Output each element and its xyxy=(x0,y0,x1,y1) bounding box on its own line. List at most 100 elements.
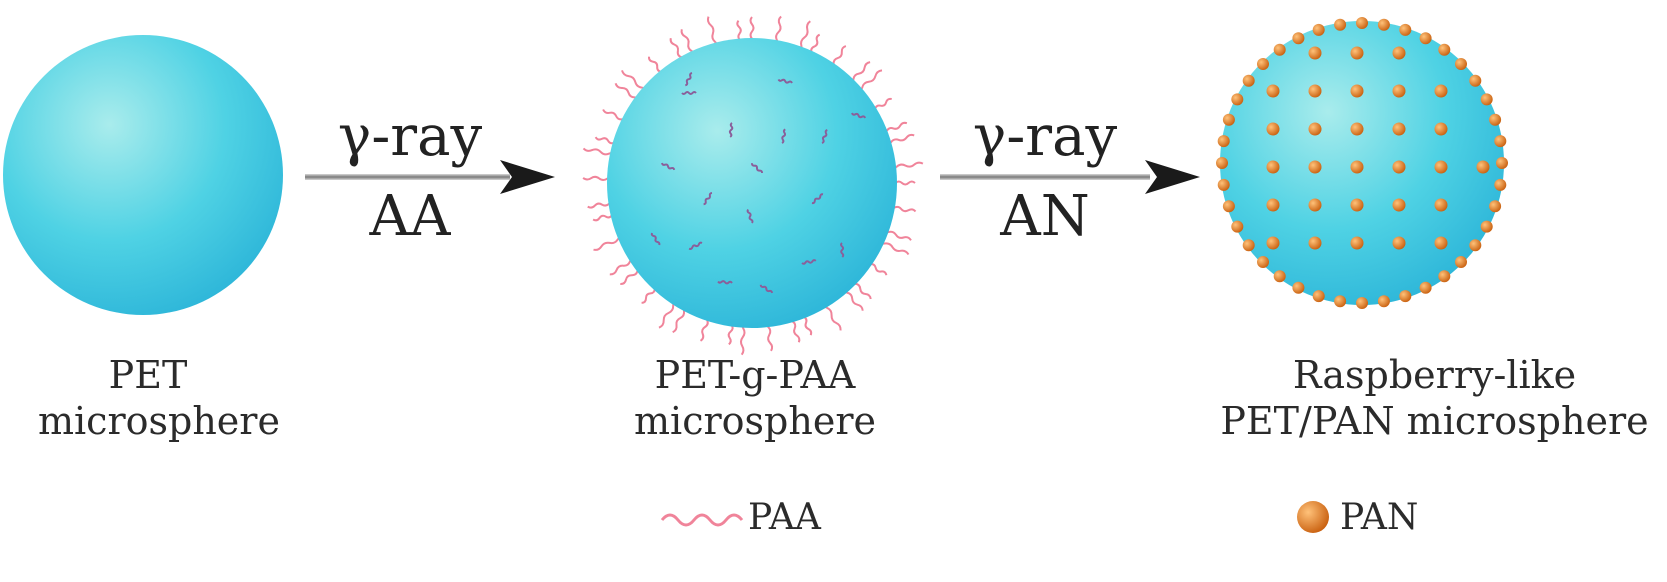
pan-dot xyxy=(1266,236,1280,250)
pan-dot xyxy=(1350,160,1364,174)
pan-dot xyxy=(1480,93,1493,106)
pan-dot xyxy=(1266,122,1280,136)
pan-dot xyxy=(1257,58,1269,70)
pan-dot xyxy=(1356,297,1368,309)
stage-1-caption: PET microsphere xyxy=(38,352,280,444)
paa-chain-surface xyxy=(777,78,793,84)
pan-dot xyxy=(1434,198,1448,212)
paa-chain-surface xyxy=(717,280,733,285)
step-1-label-bottom: AA xyxy=(369,184,451,249)
pan-dot xyxy=(1455,256,1467,268)
paa-chain-surface xyxy=(840,242,845,258)
stage-3-caption-line-2: PET/PAN microsphere xyxy=(1220,399,1649,443)
arrow-step-2 xyxy=(940,160,1200,194)
paa-chain-surface xyxy=(650,232,661,246)
pan-dot xyxy=(1434,236,1448,250)
pan-dot xyxy=(1434,160,1448,174)
pan-dot xyxy=(1496,157,1508,169)
paa-chain-surface xyxy=(681,91,697,95)
paa-chain-surface xyxy=(751,163,763,174)
paa-legend-label: PAA xyxy=(748,497,821,538)
pan-dot xyxy=(1222,200,1235,213)
pan-dot xyxy=(1308,122,1322,136)
pan-dot xyxy=(1350,122,1364,136)
pan-dot xyxy=(1494,135,1507,148)
pan-dot xyxy=(1350,46,1364,60)
paa-chain-surface xyxy=(821,129,828,144)
pan-dot xyxy=(1392,160,1406,174)
pan-dot xyxy=(1350,236,1364,250)
paa-chain-surface xyxy=(728,122,734,138)
paa-chain-surface xyxy=(759,284,773,294)
pan-dot xyxy=(1273,270,1286,283)
pan-dot xyxy=(1217,178,1230,191)
pan-dot xyxy=(1217,135,1230,148)
pan-dot xyxy=(1308,46,1322,60)
pan-dot xyxy=(1292,281,1305,294)
paa-chain-surface xyxy=(661,162,676,171)
pan-dot xyxy=(1392,236,1406,250)
step-1-label-top: γ-ray xyxy=(337,104,483,169)
pan-dot xyxy=(1377,18,1390,31)
pan-dot xyxy=(1494,178,1507,191)
pan-dot xyxy=(1231,93,1244,106)
arrow-step-1 xyxy=(305,160,555,194)
stage-1-caption-line-1: PET xyxy=(108,353,188,397)
pan-dot xyxy=(1308,160,1322,174)
pan-dot xyxy=(1438,43,1451,56)
pan-dot xyxy=(1419,32,1432,45)
pan-dot xyxy=(1489,113,1502,126)
paa-legend-symbol xyxy=(660,513,744,527)
pan-dots xyxy=(1216,17,1508,309)
pan-dot xyxy=(1419,281,1432,294)
pan-dot xyxy=(1334,295,1347,308)
pan-dot xyxy=(1476,160,1490,174)
pan-dot xyxy=(1308,198,1322,212)
pan-dot xyxy=(1469,239,1482,252)
pan-dot xyxy=(1350,84,1364,98)
pan-dot xyxy=(1266,84,1280,98)
pan-dot xyxy=(1489,200,1502,213)
pet-microsphere xyxy=(3,35,283,315)
pan-dot xyxy=(1455,58,1467,70)
stage-2-caption-line-2: microsphere xyxy=(634,399,876,443)
stage-3-caption-line-1: Raspberry-like xyxy=(1292,353,1577,397)
paa-chain-surface xyxy=(688,241,703,250)
pan-dot xyxy=(1222,113,1235,126)
pan-dot xyxy=(1308,236,1322,250)
pan-dot xyxy=(1469,74,1482,87)
stage-3-caption: Raspberry-like PET/PAN microsphere xyxy=(1212,352,1657,444)
pan-legend-label: PAN xyxy=(1340,497,1419,538)
step-2-label-top: γ-ray xyxy=(972,104,1118,169)
pet-g-paa-microsphere xyxy=(607,38,897,328)
pan-dot xyxy=(1434,84,1448,98)
pan-dot xyxy=(1392,198,1406,212)
stage-2-caption: PET-g-PAA microsphere xyxy=(630,352,880,444)
pan-dot xyxy=(1242,239,1255,252)
pan-dot xyxy=(1312,23,1325,36)
pan-dot xyxy=(1399,290,1412,303)
paa-chains-surface xyxy=(650,72,867,294)
paa-chain-surface xyxy=(746,208,754,224)
pan-dot xyxy=(1434,122,1448,136)
paa-chain-surface xyxy=(801,259,817,265)
pan-dot xyxy=(1257,256,1269,268)
pan-dot xyxy=(1266,160,1280,174)
pan-dot xyxy=(1480,220,1493,233)
paa-chain-surface xyxy=(703,192,713,206)
pan-dot xyxy=(1392,122,1406,136)
pan-dot xyxy=(1266,198,1280,212)
pan-dot xyxy=(1242,74,1255,87)
pan-dot xyxy=(1356,17,1368,29)
pan-dot xyxy=(1438,270,1451,283)
stage-2-caption-line-1: PET-g-PAA xyxy=(654,353,856,397)
pan-dot xyxy=(1216,157,1228,169)
paa-chain-surface xyxy=(685,72,693,87)
pan-dot xyxy=(1377,295,1390,308)
stage-1-caption-line-2: microsphere xyxy=(38,399,280,443)
pan-dot xyxy=(1399,23,1412,36)
step-2-label-bottom: AN xyxy=(1000,184,1090,249)
pan-dot xyxy=(1392,46,1406,60)
